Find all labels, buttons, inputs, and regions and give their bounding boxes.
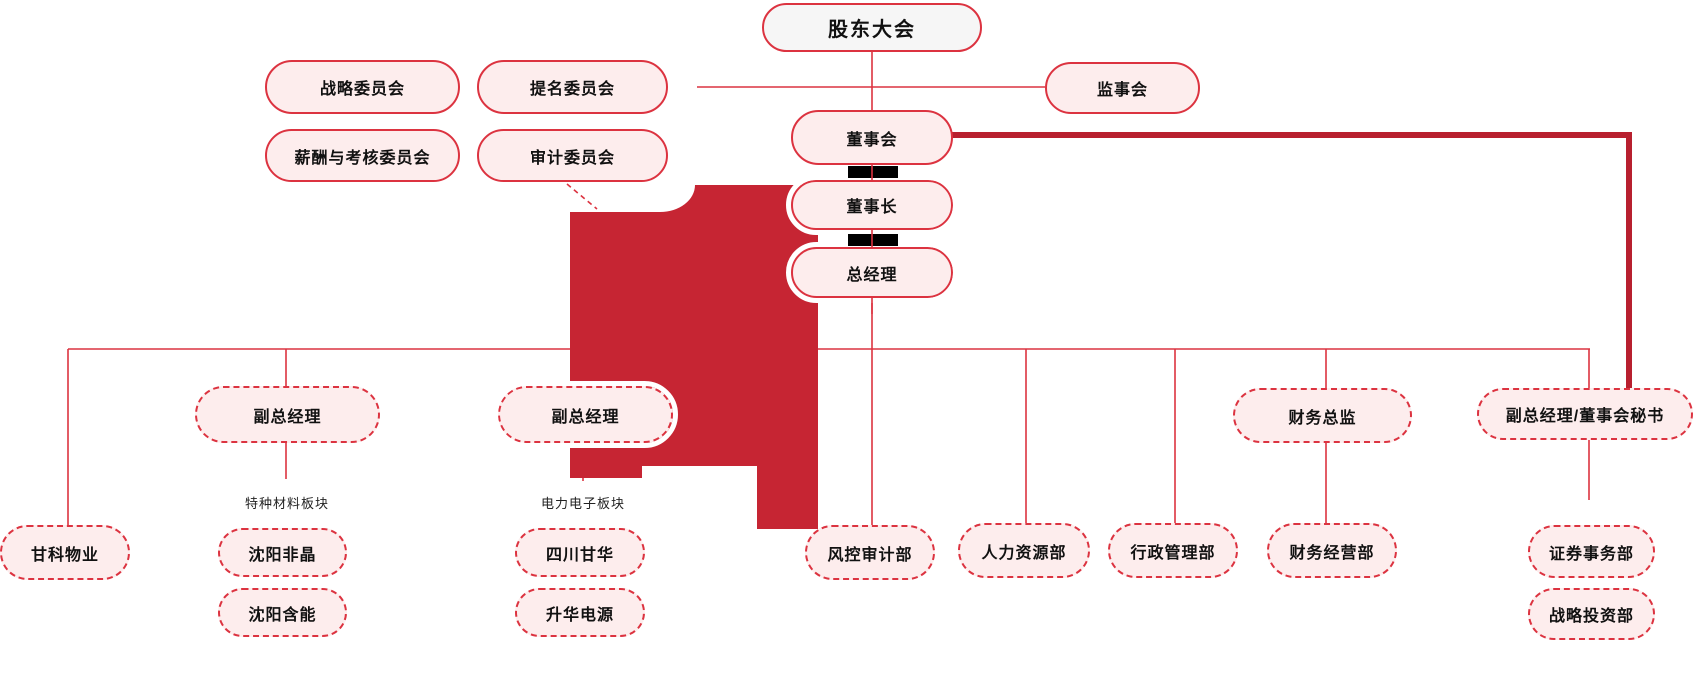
org-node-label: 战略委员会 — [319, 81, 405, 98]
org-node-deputy-gm-power: 副总经理 — [493, 381, 678, 448]
group-label-special-materials-segment: 特种材料板块 — [244, 496, 330, 511]
org-node-label: 战略投资部 — [1548, 608, 1634, 625]
org-node-label: 副总经理 — [551, 408, 620, 426]
org-node-chairman: 董事长 — [786, 175, 958, 235]
org-node-label: 行政管理部 — [1130, 544, 1216, 562]
org-node-nomination-committee: 提名委员会 — [477, 60, 668, 114]
org-node-label: 薪酬与考核委员会 — [294, 149, 431, 167]
org-node-label: 风控审计部 — [827, 546, 913, 564]
org-node-label: 甘科物业 — [30, 546, 99, 564]
org-node-compensation-assessment-committee: 薪酬与考核委员会 — [265, 129, 460, 182]
group-label-power-electronics-segment: 电力电子板块 — [540, 496, 626, 511]
org-node-shenyang-amorphous: 沈阳非晶 — [218, 528, 347, 577]
org-node-ganke-property: 甘科物业 — [0, 525, 130, 580]
dashed-connector-line — [566, 183, 598, 210]
org-node-label: 总经理 — [846, 266, 898, 284]
org-node-strategy-committee: 战略委员会 — [265, 60, 460, 114]
org-node-label: 四川甘华 — [545, 546, 614, 564]
org-node-shenyang-energetic: 沈阳含能 — [218, 588, 347, 637]
black-connector-bar — [848, 166, 898, 178]
org-node-supervisory-board: 监事会 — [1045, 62, 1200, 114]
org-node-label: 监事会 — [1096, 82, 1148, 99]
org-node-label: 副总经理 — [253, 408, 322, 426]
org-node-label: 提名委员会 — [529, 81, 615, 98]
org-node-label: 沈阳非晶 — [248, 546, 317, 564]
org-node-deputy-gm-materials: 副总经理 — [195, 386, 380, 443]
org-node-label: 升华电源 — [545, 606, 614, 624]
org-node-label: 沈阳含能 — [248, 606, 317, 624]
org-node-board-of-directors: 董事会 — [791, 110, 953, 165]
org-node-label: 证券事务部 — [1548, 545, 1634, 563]
org-node-shareholders-meeting: 股东大会 — [762, 3, 982, 52]
org-node-admin-dept: 行政管理部 — [1108, 523, 1238, 578]
org-node-general-manager: 总经理 — [786, 242, 958, 303]
org-node-risk-control-audit-dept: 风控审计部 — [805, 525, 935, 580]
org-node-deputy-gm-board-secretary: 副总经理/董事会秘书 — [1477, 388, 1693, 440]
org-node-sichuan-ganhua: 四川甘华 — [515, 528, 645, 577]
org-node-label: 副总经理/董事会秘书 — [1505, 408, 1665, 425]
org-node-securities-affairs-dept: 证券事务部 — [1528, 525, 1655, 578]
org-node-label: 董事会 — [846, 131, 898, 149]
black-connector-bar — [848, 234, 898, 246]
org-node-strategic-investment-dept: 战略投资部 — [1528, 588, 1655, 640]
org-node-audit-committee: 审计委员会 — [477, 129, 668, 182]
org-node-label: 审计委员会 — [529, 149, 615, 167]
org-node-label: 人力资源部 — [981, 544, 1067, 562]
org-node-label: 董事长 — [846, 199, 898, 216]
org-node-label: 财务经营部 — [1289, 544, 1375, 562]
red-watermark-blob — [570, 185, 818, 529]
org-node-finance-operations-dept: 财务经营部 — [1267, 523, 1397, 578]
org-node-shenghua-power: 升华电源 — [515, 588, 645, 637]
org-node-label: 财务总监 — [1288, 409, 1357, 427]
org-node-hr-dept: 人力资源部 — [958, 523, 1090, 578]
org-node-label: 股东大会 — [828, 19, 916, 41]
org-node-cfo: 财务总监 — [1233, 388, 1412, 443]
